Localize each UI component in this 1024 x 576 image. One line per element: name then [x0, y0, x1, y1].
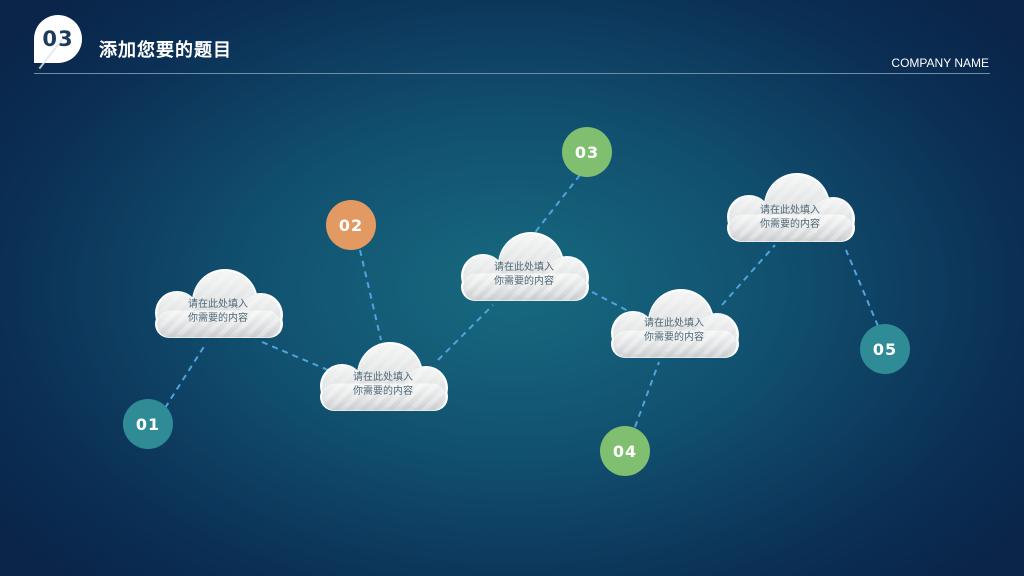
step-node-05: 05: [860, 324, 910, 374]
cloud-card-1: 请在此处填入 你需要的内容: [143, 268, 293, 344]
cloud-card-3: 请在此处填入 你需要的内容: [449, 231, 599, 307]
cloud-text-line1: 请在此处填入: [494, 262, 554, 273]
section-badge: 03: [34, 15, 82, 63]
page-title: 添加您要的题目: [99, 40, 232, 61]
step-node-01: 01: [123, 399, 173, 449]
cloud-card-2: 请在此处填入 你需要的内容: [308, 341, 458, 417]
cloud-text-line2: 你需要的内容: [644, 332, 704, 343]
cloud-text-line1: 请在此处填入: [353, 372, 413, 383]
link-05-cloud5: [845, 249, 879, 327]
link-01-cloud1: [164, 344, 206, 409]
link-03-cloud3: [532, 174, 581, 236]
link-04-cloud4: [634, 361, 660, 428]
cloud-text-line1: 请在此处填入: [644, 318, 704, 329]
link-cloud3-cloud4: [591, 291, 631, 313]
cloud-text-line2: 你需要的内容: [188, 313, 248, 324]
link-cloud1-cloud2: [261, 341, 336, 374]
header-rule: [34, 73, 990, 74]
step-node-04: 04: [600, 426, 650, 476]
link-cloud4-cloud5: [721, 244, 776, 306]
step-node-02: 02: [326, 200, 376, 250]
cloud-card-5: 请在此处填入 你需要的内容: [715, 172, 865, 248]
step-node-03: 03: [562, 127, 612, 177]
link-02-cloud2: [359, 249, 382, 341]
cloud-text-line2: 你需要的内容: [760, 219, 820, 230]
company-name: COMPANY NAME: [891, 56, 989, 70]
cloud-text-line1: 请在此处填入: [760, 205, 820, 216]
cloud-card-4: 请在此处填入 你需要的内容: [599, 288, 749, 364]
cloud-text-line1: 请在此处填入: [188, 299, 248, 310]
cloud-text-line2: 你需要的内容: [494, 276, 554, 287]
cloud-text-line2: 你需要的内容: [353, 386, 413, 397]
link-cloud2-cloud3: [437, 304, 494, 361]
